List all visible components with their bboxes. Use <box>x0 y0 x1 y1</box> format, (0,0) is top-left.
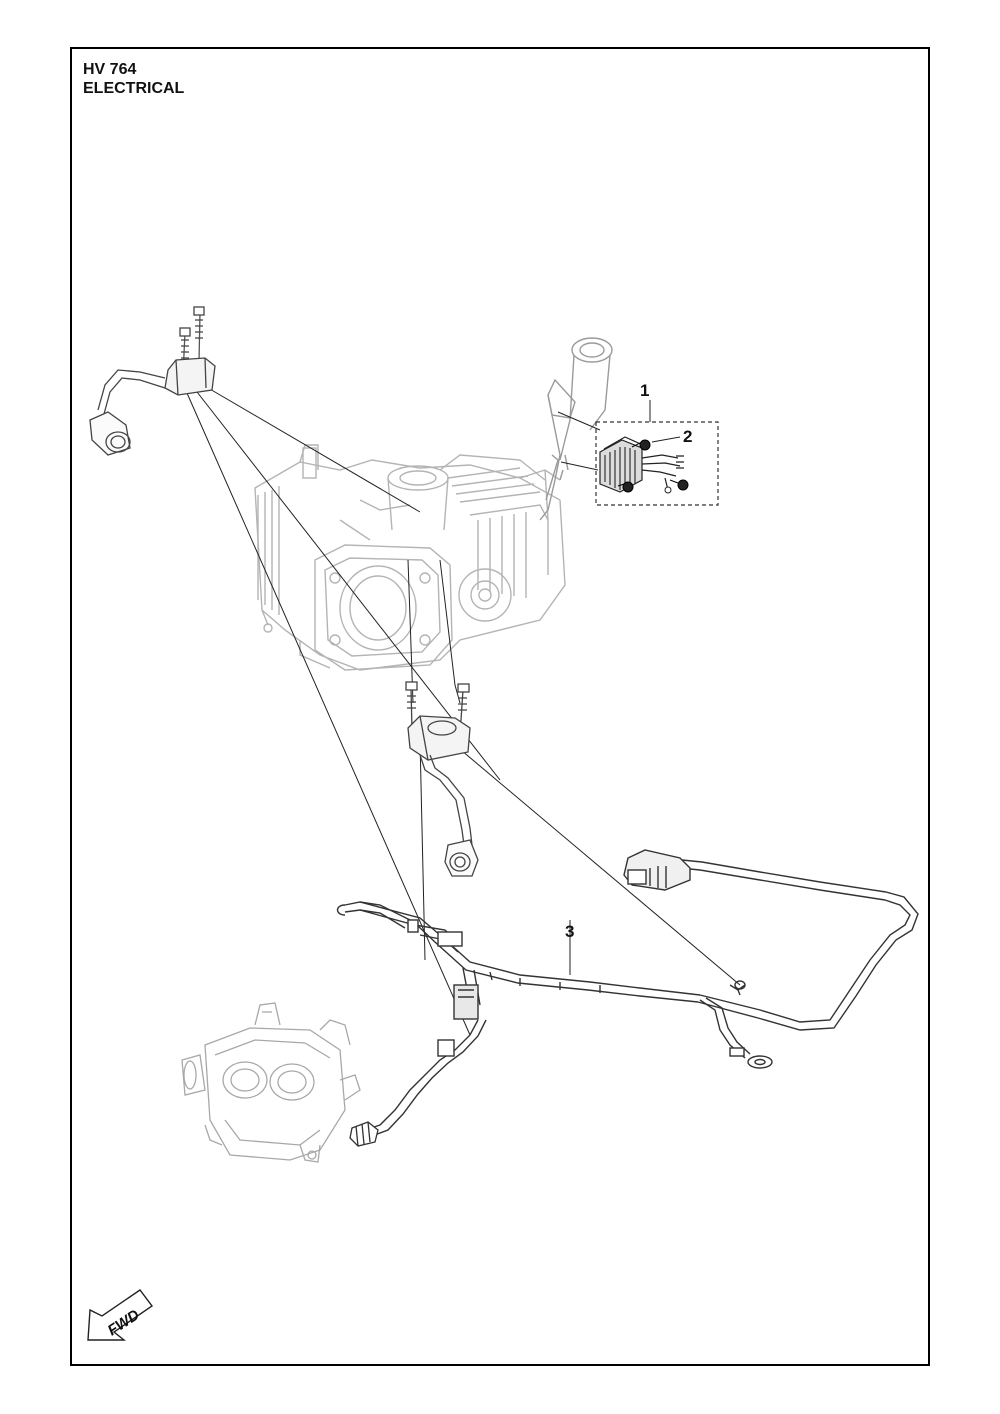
ignition-coil-lower <box>405 681 479 877</box>
regulator-wires <box>641 454 684 477</box>
engine-block <box>254 444 566 671</box>
regulator-kit-group <box>595 421 719 506</box>
fuel-solenoid <box>349 1121 379 1147</box>
carburetor <box>181 1002 361 1163</box>
wiring-harness <box>336 849 919 1137</box>
callout-3: 3 <box>565 922 574 941</box>
ignition-coil-upper <box>89 306 216 456</box>
regulator-screws <box>617 439 689 493</box>
section-title: ELECTRICAL <box>83 80 185 97</box>
kit-detail-box <box>595 421 719 506</box>
fwd-direction-indicator: FWD <box>87 1289 153 1341</box>
page-header: HV 764 ELECTRICAL <box>83 60 184 98</box>
model-title: HV 764 <box>83 61 137 78</box>
callout-2: 2 <box>683 427 692 446</box>
voltage-regulator <box>599 436 647 493</box>
callout-1: 1 <box>640 381 649 400</box>
fwd-arrow-icon <box>87 1289 153 1341</box>
page-frame <box>70 47 930 1366</box>
dipstick-tube <box>539 337 613 521</box>
